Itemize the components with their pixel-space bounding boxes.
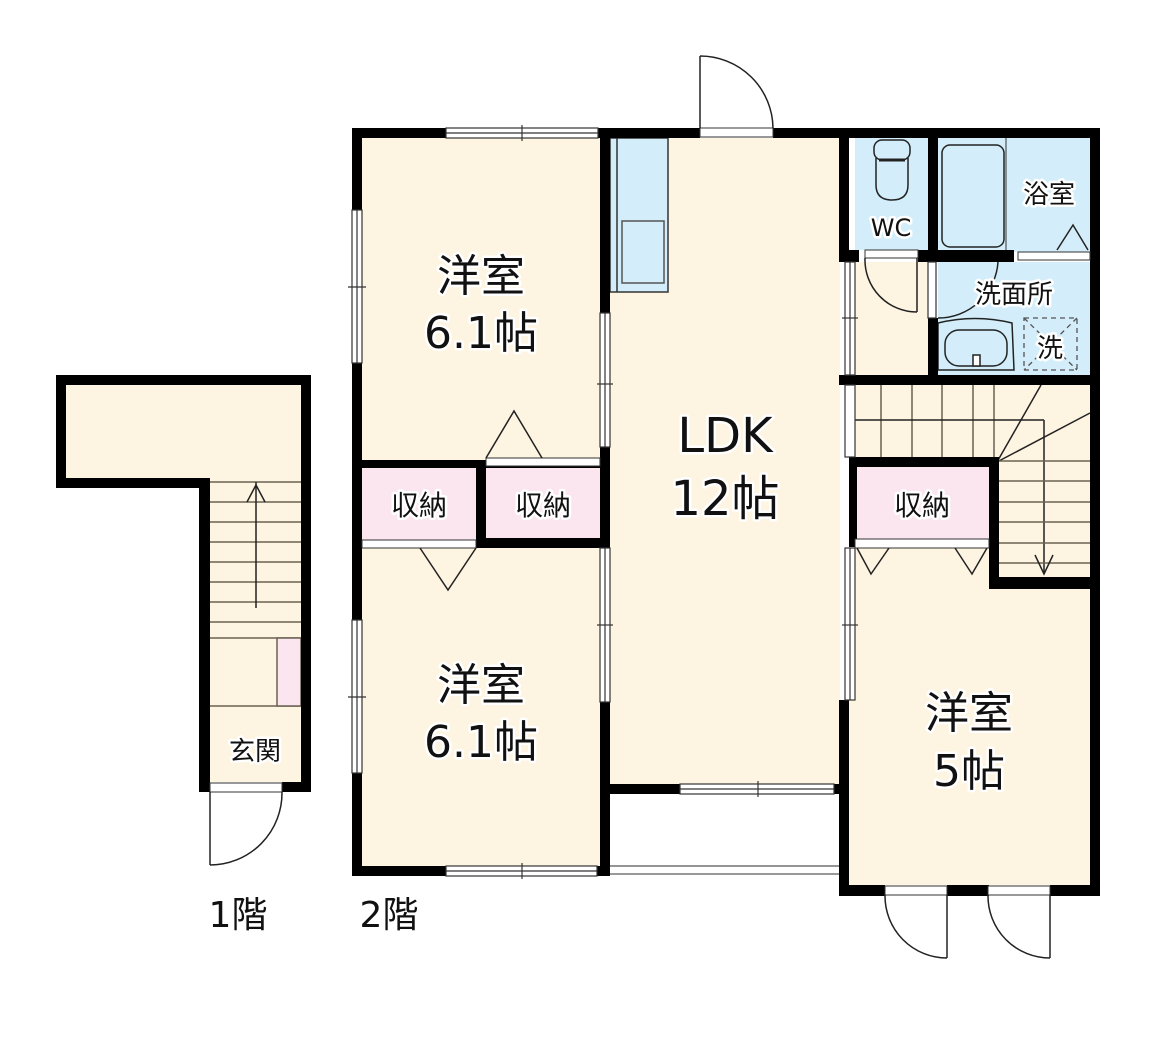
room-label-storage-2: 収納 <box>515 489 571 522</box>
east-room-door-2[interactable] <box>987 885 1051 959</box>
windows <box>348 125 937 879</box>
window-stairs <box>844 384 856 458</box>
window-nw-ldk <box>597 312 613 448</box>
wc-door[interactable] <box>864 249 919 313</box>
room-size-ldk: 12帖 <box>670 471 779 527</box>
floor-1-area <box>66 385 301 782</box>
floor-western-nw <box>362 138 600 460</box>
floor-western-e <box>849 548 1090 885</box>
window-nw-left <box>348 209 366 364</box>
balcony <box>610 865 839 875</box>
room-size-western-nw: 6.1帖 <box>424 308 538 359</box>
floor-label-2f: 2階 <box>360 895 419 936</box>
floor-label-1f: 1階 <box>209 895 268 936</box>
room-label-genkan: 玄関 <box>229 737 281 767</box>
washroom-door-swing <box>937 261 999 319</box>
room-size-western-e: 5帖 <box>933 746 1005 797</box>
shoe-cupboard <box>276 637 302 707</box>
stairs-up-arrow-icon <box>246 483 266 503</box>
storage-2-door[interactable] <box>485 409 601 467</box>
window-washroom-door <box>927 261 937 319</box>
room-label-western-nw: 洋室 <box>437 251 525 302</box>
room-label-storage-3: 収納 <box>894 489 950 522</box>
bath-door[interactable] <box>1017 251 1091 261</box>
stairs-down-arrow-icon <box>1034 554 1054 576</box>
washer-space-icon <box>1023 317 1078 371</box>
wash-basin-icon <box>937 317 1015 371</box>
floor-bath <box>938 138 1090 252</box>
room-label-ldk: LDK <box>677 408 774 464</box>
kitchen-counter <box>609 137 669 293</box>
floor-hall <box>849 262 929 375</box>
room-label-western-e: 洋室 <box>925 688 1013 739</box>
floor-2: 洋室 6.1帖 洋室 6.1帖 LDK 12帖 洋室 5帖 収納 収納 収納 W… <box>348 55 1100 959</box>
bath-door-icon <box>1056 223 1089 251</box>
toilet-icon <box>873 139 911 201</box>
floor-1: 玄関 1階 <box>56 375 311 936</box>
window-sw-bottom <box>445 863 598 879</box>
sink-icon <box>621 220 665 284</box>
washer-label: 洗 <box>1037 334 1063 364</box>
room-label-storage-1: 収納 <box>391 489 447 522</box>
floor-storage-3 <box>855 467 989 539</box>
window-sw-left <box>348 619 366 774</box>
floor-western-sw <box>362 548 600 866</box>
ldk-entrance-door[interactable] <box>699 55 774 138</box>
window-nw-top <box>445 125 599 141</box>
room-label-washroom: 洗面所 <box>975 280 1053 310</box>
storage-1-door[interactable] <box>361 539 477 592</box>
storage-3-door[interactable] <box>854 538 990 576</box>
walls-1f <box>56 375 311 792</box>
bathtub-icon <box>941 144 1005 248</box>
window-sw-ldk <box>597 547 613 703</box>
room-label-western-sw: 洋室 <box>437 660 525 711</box>
stairs-2f <box>855 384 1091 574</box>
floor-wc <box>855 138 928 250</box>
window-ldk-bottom <box>679 781 835 797</box>
window-east-room <box>842 547 858 701</box>
floor-storage-2 <box>486 468 600 538</box>
room-label-bath: 浴室 <box>1023 180 1075 210</box>
walls-2f <box>352 128 1100 896</box>
entrance-door[interactable] <box>209 782 283 866</box>
east-room-door-1[interactable] <box>884 885 948 959</box>
floor-storage-1 <box>362 468 476 540</box>
window-hall <box>842 261 858 376</box>
room-label-wc: WC <box>871 214 912 242</box>
room-size-western-sw: 6.1帖 <box>424 717 538 768</box>
